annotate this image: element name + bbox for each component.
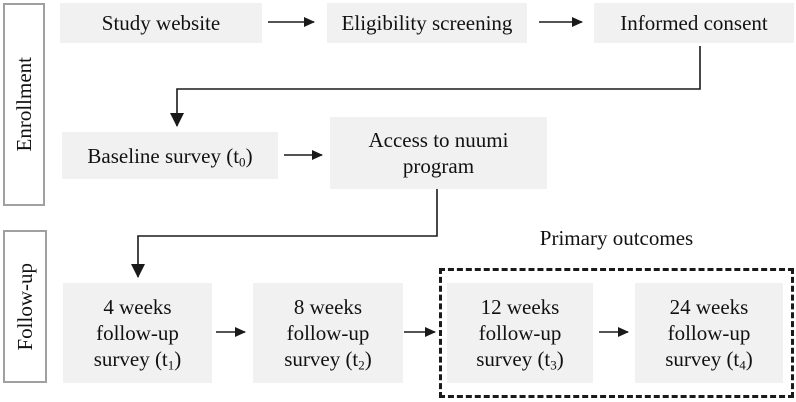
connector-consent-to-baseline: [170, 46, 701, 127]
phase-label-enrollment-text: Enrollment: [11, 57, 36, 152]
access-label-line1: Access to nuumi: [368, 128, 509, 152]
access-label-line2: program: [402, 154, 475, 178]
baseline-label-pre: Baseline survey (t: [87, 143, 240, 168]
wk8-line3-pre: survey (t: [284, 347, 359, 371]
stage-box-4-weeks-survey: 4 weeks follow-up survey (t1): [63, 283, 212, 383]
stage-box-baseline-survey-label: Baseline survey (t0): [87, 143, 252, 169]
phase-label-followup-text: Follow-up: [12, 262, 37, 351]
stage-box-24-weeks-survey: 24 weeks follow-up survey (t4): [635, 283, 783, 383]
stage-box-access-program: Access to nuumi program: [330, 117, 547, 189]
stage-box-4-weeks-label: 4 weeks follow-up survey (t1): [94, 294, 182, 372]
stage-box-8-weeks-label: 8 weeks follow-up survey (t2): [284, 294, 372, 372]
wk8-line3-post: ): [364, 347, 372, 371]
wk12-line1: 12 weeks: [480, 295, 560, 319]
wk12-line2: follow-up: [478, 321, 562, 345]
stage-box-baseline-survey: Baseline survey (t0): [62, 132, 278, 179]
wk24-line2: follow-up: [667, 321, 751, 345]
wk4-line3: survey (t1): [94, 346, 182, 372]
wk8-line1: 8 weeks: [293, 295, 363, 319]
baseline-label-sub: 0: [239, 153, 246, 169]
phase-label-followup: Follow-up: [3, 230, 47, 383]
wk4-line3-sub: 1: [167, 357, 175, 373]
stage-box-8-weeks-survey: 8 weeks follow-up survey (t2): [253, 283, 403, 383]
wk8-line3: survey (t2): [284, 346, 372, 372]
stage-box-informed-consent: Informed consent: [594, 3, 794, 43]
phase-label-enrollment: Enrollment: [3, 3, 45, 206]
stage-box-24-weeks-label: 24 weeks follow-up survey (t4): [665, 294, 753, 372]
wk12-line3-sub: 3: [550, 357, 557, 373]
wk24-line3-post: ): [745, 347, 753, 371]
wk12-line3: survey (t3): [476, 346, 564, 372]
wk24-line3-sub: 4: [739, 357, 746, 373]
wk8-line2: follow-up: [286, 321, 370, 345]
stage-box-study-website-label: Study website: [101, 11, 221, 35]
stage-box-eligibility-screening: Eligibility screening: [327, 3, 527, 43]
stage-box-12-weeks-label: 12 weeks follow-up survey (t3): [476, 294, 564, 372]
stage-box-informed-consent-label: Informed consent: [620, 11, 768, 35]
wk12-line3-post: ): [556, 347, 564, 371]
stage-box-study-website: Study website: [60, 3, 262, 43]
stage-box-12-weeks-survey: 12 weeks follow-up survey (t3): [447, 283, 593, 383]
primary-outcomes-title: Primary outcomes: [539, 226, 694, 250]
wk4-line3-post: ): [174, 347, 182, 371]
wk24-line3-pre: survey (t: [665, 347, 740, 371]
wk4-line2: follow-up: [96, 321, 179, 345]
connector-access-to-4-weeks: [131, 189, 438, 278]
wk4-line1: 4 weeks: [103, 295, 172, 319]
primary-outcomes-frame: [439, 268, 794, 398]
wk4-line3-pre: survey (t: [93, 347, 168, 371]
wk12-line3-pre: survey (t: [476, 347, 551, 371]
stage-box-access-program-label: Access to nuumi program: [369, 127, 509, 179]
stage-box-eligibility-screening-label: Eligibility screening: [341, 11, 513, 35]
wk8-line3-sub: 2: [358, 357, 365, 373]
wk24-line1: 24 weeks: [669, 295, 749, 319]
baseline-label-post: ): [245, 143, 253, 168]
wk24-line3: survey (t4): [665, 346, 753, 372]
